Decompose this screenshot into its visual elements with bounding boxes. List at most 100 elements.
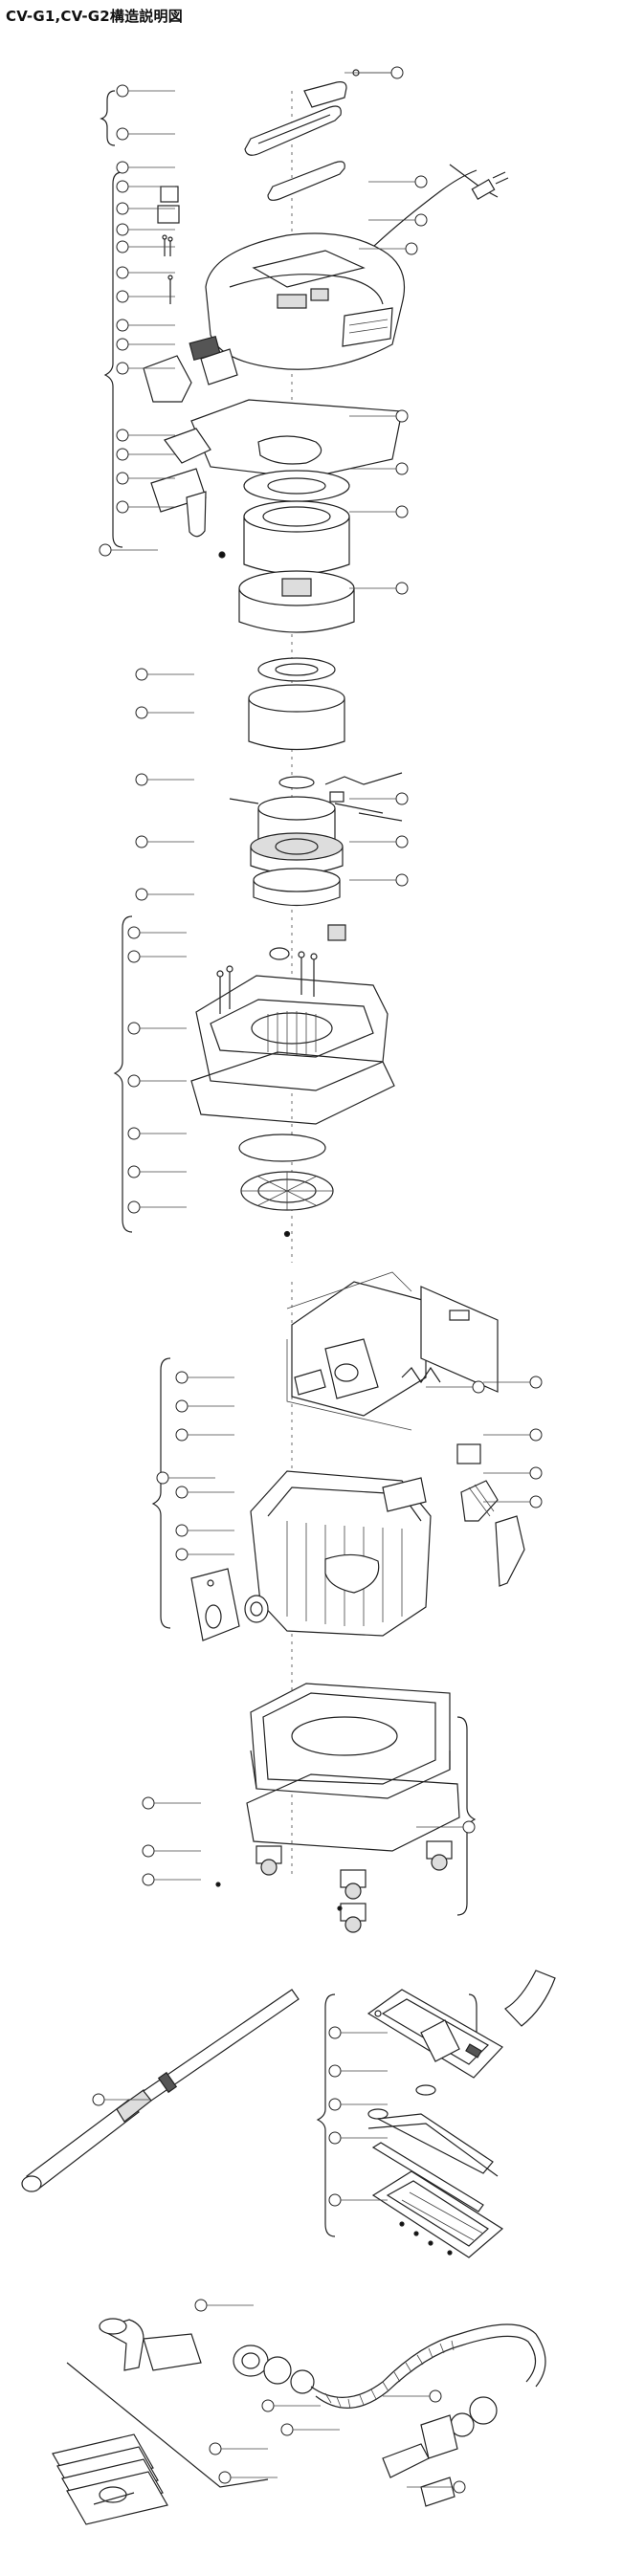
filter-label [456, 1443, 481, 1464]
callout-circle [328, 2098, 342, 2111]
callout-circle [395, 582, 409, 595]
callout-circle [116, 290, 129, 303]
motor-base [253, 868, 341, 907]
callout-circle [116, 84, 129, 98]
callout-circle [218, 2471, 232, 2484]
caster-4 [340, 1903, 367, 1933]
callout-circle [116, 362, 129, 375]
callout-circle [127, 950, 141, 963]
bumper [246, 1773, 460, 1852]
handle-part [244, 69, 397, 156]
callout-circle [395, 873, 409, 887]
callout-circle [390, 66, 404, 79]
section-accessories [21, 1970, 556, 2525]
caster-2 [426, 1840, 453, 1871]
callout-circle [328, 2026, 342, 2039]
callout-circle [175, 1371, 189, 1384]
caster-3 [340, 1869, 367, 1900]
foam-ring [243, 500, 350, 575]
callout-circle [280, 2423, 294, 2436]
bracket-head-group [103, 171, 123, 548]
callout-circle [529, 1428, 543, 1442]
callout-circle [135, 668, 148, 681]
callout-circle [328, 2193, 342, 2207]
suction-hose [99, 2318, 546, 2507]
section-head-assembly [100, 69, 509, 1263]
section-tank-assembly [151, 1271, 525, 1933]
callout-circle [328, 2131, 342, 2145]
callout-circle [127, 1165, 141, 1178]
callout-circle [127, 1127, 141, 1140]
callout-circle [395, 792, 409, 805]
callout-circle [414, 175, 428, 188]
callout-circle [92, 2093, 105, 2106]
callout-circle [395, 505, 409, 518]
callout-circle [529, 1495, 543, 1508]
callout-circle [127, 1022, 141, 1035]
bracket-tank-group [151, 1357, 171, 1629]
page-title: CV-G1,CV-G2構造説明図 [6, 8, 183, 25]
callout-circle [135, 888, 148, 901]
brush-nozzle [460, 1480, 499, 1522]
callout-circle [175, 1428, 189, 1442]
callout-circle [429, 2389, 442, 2403]
callout-circle [395, 835, 409, 848]
bracket-handle-group [100, 90, 116, 146]
callout-circle [405, 242, 418, 255]
latch-part [294, 1369, 326, 1396]
callout-circle [116, 202, 129, 215]
callout-circle [135, 773, 148, 786]
bracket-body-group [113, 915, 133, 1233]
callout-circle [116, 223, 129, 236]
callout-circle [99, 543, 112, 557]
caster-wheels [215, 1840, 453, 1933]
motor-cover [205, 232, 406, 370]
callout-circle [194, 2299, 208, 2312]
callout-circle [175, 1486, 189, 1499]
callout-circle [529, 1466, 543, 1480]
callout-circle [142, 1873, 155, 1886]
callout-circle [414, 213, 428, 227]
callout-circle [472, 1380, 485, 1394]
motor-plate [150, 399, 403, 538]
caster-base [250, 1683, 451, 1799]
callout-circle [116, 266, 129, 279]
callout-circle [127, 1074, 141, 1088]
float-disc [238, 1134, 326, 1162]
callout-circle [116, 240, 129, 253]
crevice-nozzle [495, 1515, 525, 1587]
caster-1 [255, 1845, 282, 1876]
fan-housing [218, 551, 355, 633]
callout-circle [142, 1796, 155, 1810]
filter-bag [286, 1271, 499, 1431]
filter-cup [248, 657, 345, 751]
switch-parts [143, 186, 238, 403]
tank-side-parts [190, 1568, 269, 1641]
nozzle-elbow [504, 1970, 556, 2027]
callout-circle [453, 2480, 466, 2494]
handle-cover [267, 161, 345, 201]
gasket [190, 1051, 395, 1125]
callout-circle [127, 1200, 141, 1214]
floor-nozzle-bottom [371, 2170, 504, 2258]
floor-nozzle-top [367, 1989, 503, 2079]
nozzle-small-parts [367, 2084, 499, 2213]
power-cord [372, 164, 509, 248]
callout-circle [328, 2064, 342, 2078]
callout-circle [156, 1471, 169, 1485]
dust-bags [52, 2433, 168, 2525]
callout-circle [116, 500, 129, 514]
motor [229, 772, 403, 875]
callout-circle [116, 127, 129, 141]
tank [250, 1470, 432, 1637]
callout-circle [116, 448, 129, 461]
extension-pipe [21, 1989, 300, 2192]
callout-circle [261, 2399, 275, 2412]
callout-circle [175, 1548, 189, 1561]
callout-circle [175, 1399, 189, 1413]
callout-circle [116, 180, 129, 193]
callout-circle [116, 161, 129, 174]
callout-circle [395, 462, 409, 475]
callout-circle [116, 319, 129, 332]
